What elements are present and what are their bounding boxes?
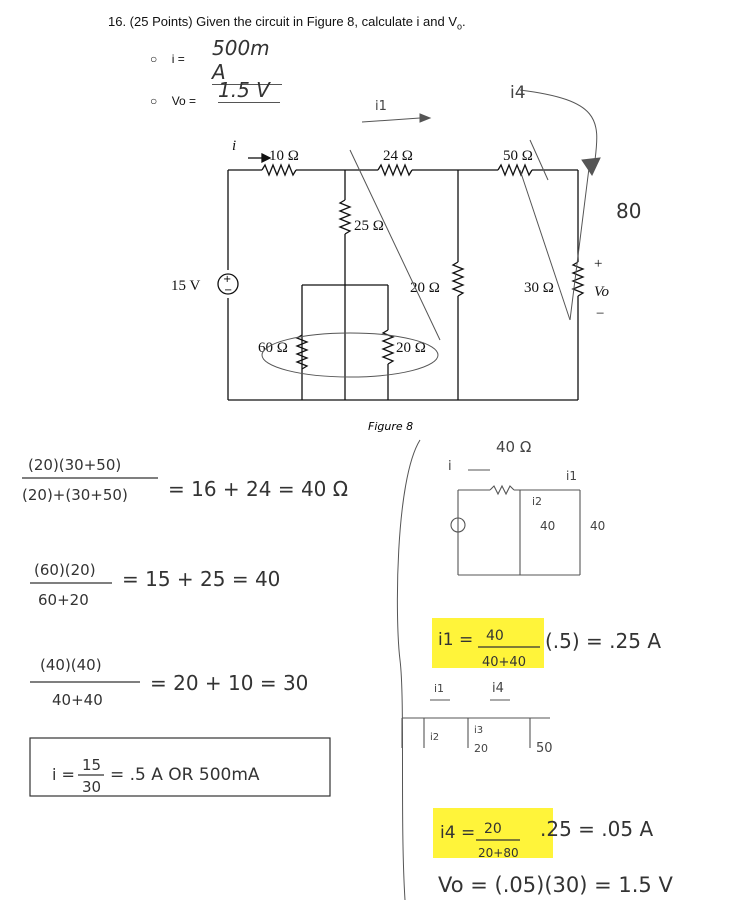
s1-r1: 40 [590,519,605,533]
sketch-circuit-2 [401,699,550,748]
s1-r2: 40 [540,519,555,533]
label-r1: 10 Ω [269,148,299,164]
answer-i-row: ○ i = [150,50,185,68]
eq3-den: 40+40 [52,691,103,709]
source-minus: − [224,285,232,296]
label-i: i [232,138,236,154]
eq3-rhs: = 20 + 10 = 30 [150,671,308,695]
note-80: 80 [616,199,641,223]
eq4-den: 30 [82,778,101,796]
voltage-source [217,273,239,295]
sketch-circuit-1 [450,469,581,576]
s2-i4: i4 [492,681,504,696]
highlight-i4 [433,808,553,858]
resistor-30 [571,261,585,297]
label-r6: 30 Ω [524,280,554,296]
answer-vo-value: 1.5 V [218,78,280,103]
s2-i3: i3 [474,725,483,736]
resistor-50 [497,163,533,177]
label-r5: 20 Ω [410,280,440,296]
resistor-10 [261,163,297,177]
hl2-rest: .25 = .05 A [540,817,653,841]
label-r4: 25 Ω [354,218,384,234]
bullet-icon: ○ [150,94,158,108]
label-vo: Vo [594,284,610,300]
boxed-answer [29,737,331,797]
current-arrow-icon [261,152,272,164]
hl1-num: 40 [486,628,504,644]
source-plus: + [223,274,231,285]
note-i4-top: i4 [510,83,526,103]
question-sub: o [457,21,463,32]
resistor-60 [295,334,309,370]
note-i1-top: i1 [375,99,387,114]
label-r3: 50 Ω [503,148,533,164]
answer-vo-row: ○ Vo = [150,92,196,110]
eq1-den: (20)+(30+50) [22,486,128,504]
s1-i: i [448,459,452,474]
resistor-24 [377,163,413,177]
s2-50: 50 [536,741,553,756]
eq-vo: Vo = (.05)(30) = 1.5 V [438,873,673,897]
question-main: 16. (25 Points) Given the circuit in Fig… [108,14,458,29]
question-text: 16. (25 Points) Given the circuit in Fig… [108,14,466,32]
label-source: 15 V [171,278,200,294]
circuit-diagram [217,152,585,401]
bullet-icon: ○ [150,52,158,66]
highlight-i1 [432,618,544,668]
eq2-rhs: = 15 + 25 = 40 [122,567,280,591]
eq4-rhs: = .5 A OR 500mA [110,765,260,785]
answer-i-label: i = [171,52,185,66]
s1-40: 40 Ω [496,438,531,456]
hl1-rest: (.5) = .25 A [545,629,661,653]
eq4-num: 15 [82,756,101,774]
eq4-lhs: i = [52,765,75,784]
label-r8: 20 Ω [396,340,426,356]
eq1-num: (20)(30+50) [28,456,121,474]
answer-i-value: 500m A [212,36,282,85]
eq2-num: (60)(20) [34,561,96,579]
eq2-den: 60+20 [38,591,89,609]
s1-i1: i1 [566,469,577,483]
eq1-rhs: = 16 + 24 = 40 Ω [168,477,348,501]
pen-marks [261,89,601,901]
hl1-lhs: i1 = [438,630,473,650]
answer-vo-label: Vo = [171,94,197,108]
label-r2: 24 Ω [383,148,413,164]
figure-caption: Figure 8 [368,420,413,433]
hl1-den: 40+40 [482,655,526,670]
eq3-num: (40)(40) [40,656,102,674]
label-r7: 60 Ω [258,340,288,356]
s2-i2: i2 [430,732,439,743]
label-vo-minus: − [596,306,604,322]
s2-i1: i1 [434,682,444,695]
question-suffix: . [462,14,466,29]
s2-20: 20 [474,742,488,755]
resistor-20-middle [451,261,465,297]
s1-i2: i2 [532,495,542,508]
hl2-num: 20 [484,821,502,837]
hl2-lhs: i4 = [440,823,475,843]
label-vo-plus: + [594,256,602,272]
hl2-den: 20+80 [478,846,519,860]
resistor-25 [338,199,352,235]
